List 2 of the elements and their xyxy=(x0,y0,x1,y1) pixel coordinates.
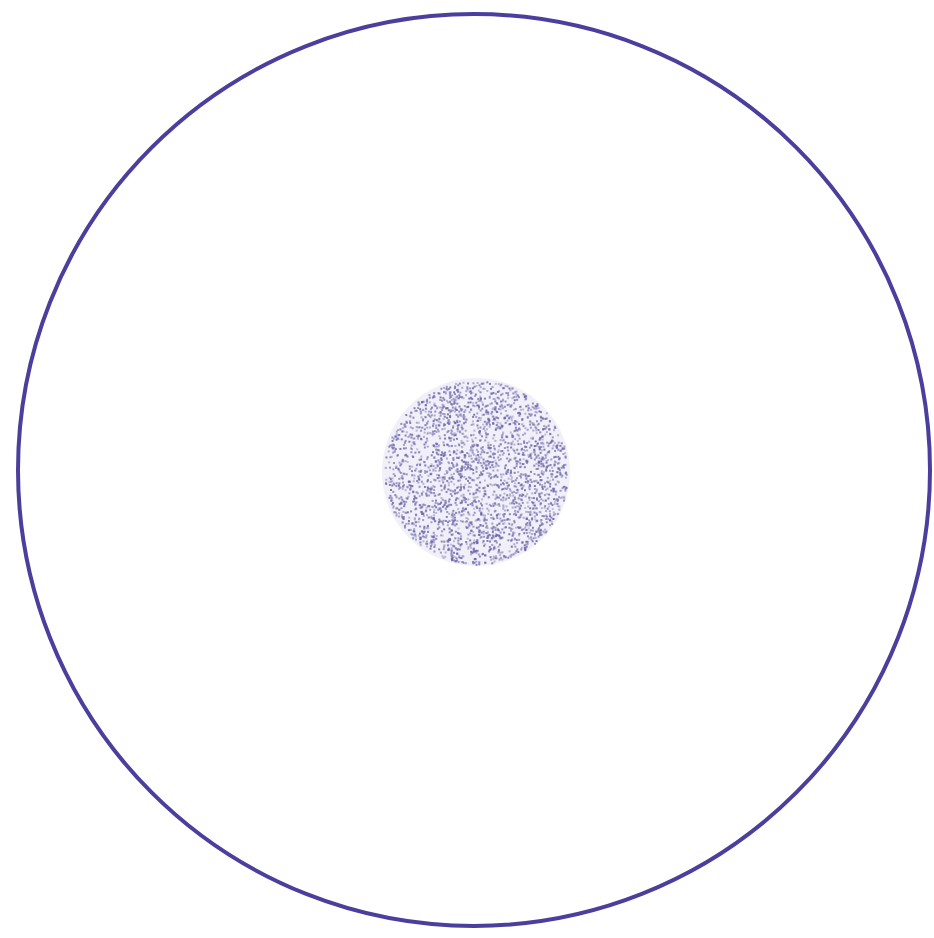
circle-outline xyxy=(16,12,932,928)
stippled-disc xyxy=(382,378,570,566)
